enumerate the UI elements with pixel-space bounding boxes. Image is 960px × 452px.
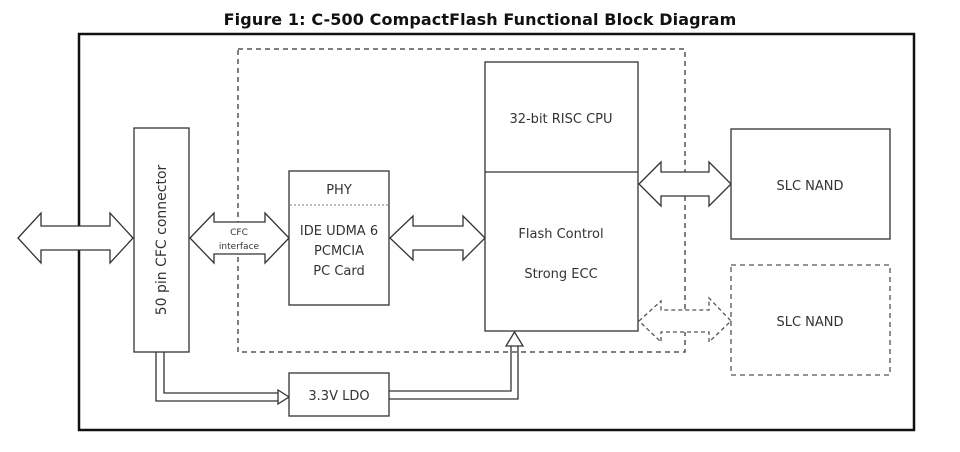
power-out-arrowhead	[504, 330, 525, 347]
controller-block	[484, 61, 639, 332]
phy-block	[288, 170, 390, 306]
controller-boundary	[237, 48, 686, 353]
power-line-out-inner	[389, 346, 512, 392]
power-line-out-outer	[389, 346, 519, 400]
optional-nand-bus-arrow	[638, 296, 732, 344]
cfc-connector-label: 50 pin CFC connector	[154, 164, 170, 315]
cfc-connector-block	[133, 127, 190, 353]
ldo-label: 3.3V LDO	[308, 389, 369, 404]
phy-line-2: PCMCIA	[314, 244, 364, 259]
phy-header: PHY	[326, 183, 352, 198]
ldo-block	[288, 372, 390, 417]
power-line-in-outer	[155, 352, 283, 402]
cfc-interface-label-2: interface	[219, 242, 260, 252]
cpu-label: 32-bit RISC CPU	[509, 112, 612, 127]
cfc-interface-label-1: CFC	[230, 228, 248, 238]
figure-title: Figure 1: C-500 CompactFlash Functional …	[223, 10, 737, 29]
nand-optional-label: SLC NAND	[776, 315, 843, 330]
cfc-interface-arrow	[189, 211, 290, 265]
phy-controller-arrow	[389, 214, 486, 262]
phy-line-1: IDE UDMA 6	[300, 224, 378, 239]
power-line-in-inner	[163, 352, 283, 394]
nand-primary-block	[730, 128, 891, 240]
power-in-arrowhead	[277, 388, 291, 406]
flash-control-label: Flash Control	[518, 227, 603, 242]
nand-primary-label: SLC NAND	[776, 179, 843, 194]
nand-optional-block	[730, 264, 891, 376]
phy-line-3: PC Card	[313, 264, 364, 279]
ecc-label: Strong ECC	[524, 267, 597, 282]
host-bus-arrow	[17, 211, 134, 265]
